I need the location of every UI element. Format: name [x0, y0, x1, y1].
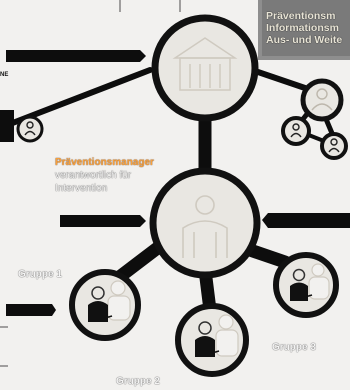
top-node: [151, 14, 259, 122]
center-node: [149, 167, 261, 279]
arrow-bar-middle-right: [262, 213, 350, 228]
group-2-label: Gruppe 2: [116, 376, 160, 387]
group-people-icon: [88, 280, 131, 322]
left-small-node: [16, 115, 44, 143]
person-icon: [290, 123, 302, 138]
arrow-bars: [6, 50, 350, 316]
top-right-title: Präventionsm: [266, 10, 336, 22]
group-people-icon: [290, 263, 330, 301]
person-icon: [311, 88, 333, 111]
group-1-node: [69, 269, 141, 341]
building-icon: [172, 37, 238, 91]
top-right-line3: Aus- und Weite: [266, 34, 343, 46]
person-icon: [24, 121, 36, 136]
group-people-icon: [195, 314, 239, 357]
left-edge-block: [0, 110, 14, 142]
group-3-label: Gruppe 3: [272, 342, 316, 353]
group-3-node: [273, 252, 339, 318]
person-icon: [328, 138, 340, 153]
arrow-bar-top-left: [6, 50, 146, 62]
arrow-bar-bottom-left: [6, 304, 56, 316]
left-edge-text: NE: [0, 72, 9, 78]
right-cluster: [281, 78, 348, 160]
group-1-label: Gruppe 1: [18, 269, 62, 280]
top-right-line2: Informationsm: [266, 22, 339, 34]
group-2-node: [175, 303, 249, 377]
center-label-line2: verantwortlich für: [55, 170, 132, 181]
center-label-line3: Intervention: [55, 183, 108, 194]
center-label-title: Präventionsmanager: [55, 157, 154, 168]
manager-person-icon: [182, 195, 228, 258]
arrow-bar-middle-left: [60, 215, 146, 227]
